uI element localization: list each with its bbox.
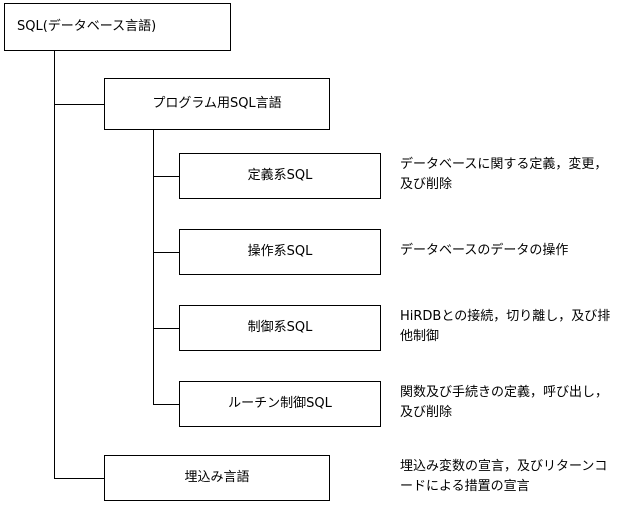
description-routine-control-sql: 関数及び手続きの定義，呼び出し， 及び削除 [400,385,609,420]
description-definition-sql: データベースに関する定義，変更， 及び削除 [400,157,608,192]
connector-root-trunk-vertical [54,51,55,479]
node-root-sql-label: SQL(データベース言語) [17,19,157,35]
node-manipulation-sql: 操作系SQL [179,229,381,275]
connector-root-to-program-sql [54,104,105,105]
node-root-sql: SQL(データベース言語) [4,3,231,51]
node-manipulation-sql-label: 操作系SQL [247,244,313,260]
connector-program-to-manipulation-sql [153,252,180,253]
node-control-sql-label: 制御系SQL [247,320,313,336]
node-definition-sql-label: 定義系SQL [247,168,313,184]
connector-root-to-embedded-language [54,478,105,479]
description-control-sql: HiRDBとの接続，切り離し，及び排 他制御 [400,309,611,344]
connector-program-to-definition-sql [153,176,180,177]
description-embedded-language: 埋込み変数の宣言，及びリターンコ ードによる措置の宣言 [400,459,608,494]
node-control-sql: 制御系SQL [179,305,381,351]
node-embedded-language: 埋込み言語 [104,455,330,501]
connector-program-to-routine-control-sql [153,404,180,405]
node-program-sql: プログラム用SQL言語 [104,78,330,130]
node-definition-sql: 定義系SQL [179,153,381,199]
node-routine-control-sql-label: ルーチン制御SQL [228,396,332,412]
node-embedded-language-label: 埋込み言語 [184,470,250,486]
connector-program-trunk-vertical [153,130,154,404]
connector-program-to-control-sql [153,328,180,329]
node-routine-control-sql: ルーチン制御SQL [179,381,381,427]
description-manipulation-sql: データベースのデータの操作 [400,243,569,258]
node-program-sql-label: プログラム用SQL言語 [152,96,282,112]
